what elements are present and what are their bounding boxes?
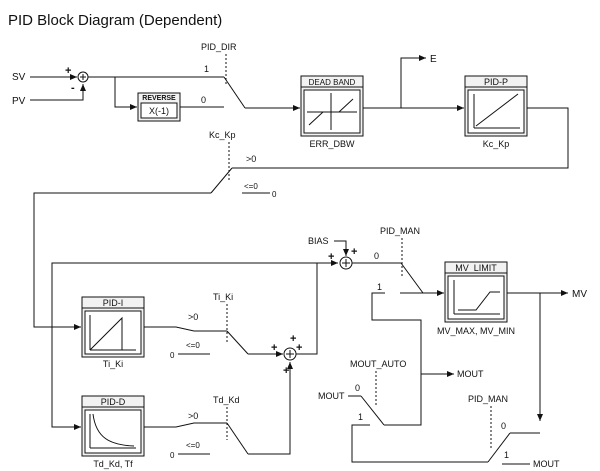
ti-ki-switch-arm — [226, 330, 249, 355]
kc-kp-switch-arm — [210, 167, 233, 194]
pid-p-curve — [475, 93, 519, 127]
td-kd-le-zero: <=0 — [186, 441, 200, 450]
id-sign-bottom: + — [283, 365, 289, 377]
page-title: PID Block Diagram (Dependent) — [8, 12, 222, 29]
pid-man-top-one: 1 — [377, 282, 382, 292]
reverse-block-title: REVERSE — [142, 95, 176, 102]
mv-limit-curve — [458, 291, 500, 311]
ti-ki-gt-zero: >0 — [188, 312, 198, 322]
mout-auto-label: MOUT_AUTO — [350, 359, 406, 369]
pv-label: PV — [12, 96, 26, 107]
pid-man-bottom-one: 1 — [504, 450, 509, 460]
pid-d-input-wire — [51, 327, 81, 430]
pid-p-output-wire — [232, 107, 569, 169]
pid-d-title: PID-D — [101, 397, 126, 407]
pid-d-output-wire — [144, 422, 227, 428]
pid-dir-zero: 0 — [201, 95, 206, 105]
reverse-input-wire — [114, 77, 137, 110]
mv-label: MV — [572, 289, 587, 300]
pid-man-top-switch-arm — [400, 262, 424, 294]
ti-ki-zero: 0 — [170, 351, 175, 360]
mout-auto-switch-arm — [360, 395, 385, 426]
td-kd-switch-arm — [226, 422, 249, 455]
pid-d-caption: Td_Kd, Tf — [93, 459, 133, 469]
id-output-wire — [296, 260, 338, 355]
bias-sign-left: + — [328, 251, 334, 263]
e-label: E — [430, 54, 437, 65]
pid-i-curve — [89, 316, 123, 351]
pid-dir-one: 1 — [204, 64, 209, 74]
mv-limit-caption: MV_MAX, MV_MIN — [437, 326, 515, 336]
ti-ki-label: Ti_Ki — [213, 292, 233, 302]
mv-limit-block — [444, 261, 508, 323]
reverse-block — [137, 92, 181, 122]
bias-label: BIAS — [308, 236, 329, 246]
pid-i-block — [81, 296, 145, 358]
reverse-block-body: X(-1) — [149, 106, 169, 116]
pid-dir-label: PID_DIR — [201, 42, 237, 52]
dead-band-block — [300, 75, 364, 137]
pid-man-bottom-switch-arm — [487, 432, 511, 463]
mout-input-label: MOUT — [318, 391, 345, 401]
summing-junction-id — [283, 347, 297, 361]
mout-auto-one-wire — [351, 408, 488, 463]
pid-man-bottom-label: PID_MAN — [468, 394, 508, 404]
dead-band-title: DEAD BAND — [309, 78, 356, 87]
summing-junction-bias — [339, 256, 353, 270]
pv-sign: - — [71, 82, 75, 94]
pid-d-curve — [92, 413, 135, 447]
td-kd-output-wire — [248, 362, 293, 455]
kc-kp-gt-zero: >0 — [246, 154, 256, 164]
pid-d-block — [81, 395, 145, 457]
pid-p-title: PID-P — [484, 77, 508, 87]
kc-kp-le-zero: <=0 — [244, 182, 258, 191]
id-sign-right: + — [296, 342, 302, 354]
pid-dir-switch-arm — [223, 76, 246, 109]
i-feedback-wire — [51, 262, 317, 327]
pid-i-title: PID-I — [103, 298, 124, 308]
sv-sign: + — [65, 65, 71, 77]
id-sign-top: + — [290, 333, 296, 345]
pv-wire — [30, 84, 86, 101]
bias-wire — [334, 240, 349, 256]
pid-man-top-one-wire — [371, 292, 423, 408]
pid-man-top-zero: 0 — [374, 251, 379, 261]
pid-man-bottom-zero: 0 — [501, 421, 506, 431]
kc-kp-label: Kc_Kp — [209, 130, 236, 140]
bias-sign-top: + — [351, 246, 357, 258]
td-kd-gt-zero: >0 — [188, 411, 198, 421]
mv-limit-title: MV_LIMIT — [455, 263, 497, 273]
pid-i-caption: Ti_Ki — [103, 359, 123, 369]
id-sign-left: + — [271, 342, 277, 354]
pid-p-caption: Kc_Kp — [483, 139, 510, 149]
pid-p-block — [464, 75, 528, 137]
dead-band-curve — [308, 98, 354, 126]
sv-label: SV — [12, 72, 26, 83]
e-tap-wire — [400, 55, 426, 108]
td-kd-zero: 0 — [170, 451, 175, 460]
ti-ki-le-zero: <=0 — [186, 341, 200, 350]
kc-kp-zero: 0 — [272, 190, 277, 199]
mout-bottom-label: MOUT — [533, 459, 560, 469]
mout-auto-zero: 0 — [355, 383, 360, 393]
dead-band-caption: ERR_DBW — [309, 139, 355, 149]
pid-man-top-label: PID_MAN — [380, 226, 420, 236]
mout-output-label: MOUT — [457, 369, 484, 379]
kc-kp-output-wire — [33, 192, 211, 330]
td-kd-label: Td_Kd — [213, 395, 240, 405]
summing-junction-error — [77, 71, 89, 83]
pid-i-output-wire — [144, 326, 227, 332]
mout-auto-one: 1 — [358, 412, 363, 422]
